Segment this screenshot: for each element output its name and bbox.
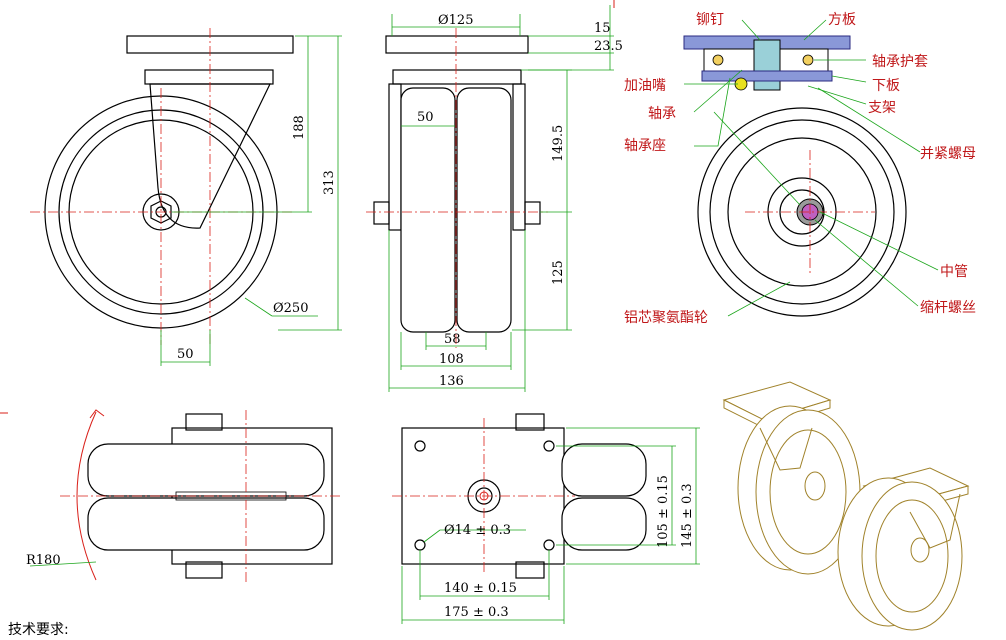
side-fork-right — [512, 83, 526, 231]
dim-188: 188 — [292, 115, 307, 140]
dim-r180-leader — [29, 561, 97, 567]
swivel-arc — [76, 411, 97, 581]
leader-bracket — [807, 85, 867, 105]
dim-140: 140 ± 0.15 — [444, 581, 517, 596]
leader-center-tube — [819, 211, 939, 271]
section-ball-left — [712, 54, 724, 66]
dim-50: 50 — [177, 347, 194, 362]
leader-lower-plate — [831, 75, 867, 83]
callout-rivet: 铆钉 — [696, 12, 724, 28]
dim-136: 136 — [439, 374, 464, 389]
swivel-arrow-top — [89, 409, 105, 419]
dim-175: 175 ± 0.3 — [444, 605, 509, 620]
plate-hole — [543, 539, 555, 551]
top-view: R180 — [26, 409, 342, 585]
front-view: 313 188 Ø250 50 — [30, 28, 342, 366]
dim-108: 108 — [439, 352, 464, 367]
plate-hole — [414, 440, 426, 452]
callout-lower-plate: 下板 — [872, 78, 900, 94]
dim-58: 58 — [444, 332, 461, 347]
side-wheel-right — [456, 87, 512, 333]
dim-r180: R180 — [26, 553, 61, 568]
leader-bearing-seat — [694, 77, 731, 147]
section-wheel-tread — [709, 119, 895, 305]
iso-fork — [759, 427, 813, 471]
bearing-ring — [144, 69, 274, 85]
callout-bearing-cover: 轴承护套 — [872, 54, 928, 70]
dim-125: Ø125 — [438, 13, 473, 28]
leader-bearing-to-hub — [713, 111, 801, 206]
plate-hole — [414, 539, 426, 551]
callout-wheel: 铝芯聚氨酯轮 — [624, 310, 708, 326]
side-fork-left — [388, 83, 402, 231]
section-rivet — [753, 39, 781, 91]
leader-wheel — [727, 281, 791, 317]
plate-hole — [543, 440, 555, 452]
dim-145: 145 ± 0.3 — [680, 483, 695, 548]
top-wheel-lower — [87, 497, 325, 551]
dim-125-v: 125 — [551, 260, 566, 285]
dim-149-5: 149.5 — [551, 125, 566, 162]
plate-nut-lower — [515, 561, 545, 579]
iso2-hub — [910, 537, 930, 563]
leader-plate — [803, 19, 827, 41]
side-wheel-left — [400, 87, 456, 333]
iso2-fork — [909, 493, 961, 549]
dim-hole-leader — [423, 529, 441, 543]
top-nut-lower — [185, 561, 223, 579]
dim-23-5: 23.5 — [594, 39, 623, 54]
leader-lock-nut — [817, 87, 921, 153]
dim-313: 313 — [322, 170, 337, 195]
callout-grease-nipple: 加油嘴 — [624, 78, 666, 94]
plate-wheel-upper — [561, 443, 647, 497]
section-lower-plate — [701, 70, 833, 82]
plate-nut-upper — [515, 413, 545, 431]
side-view: Ø125 15 23.5 149.5 125 50 58 108 136 — [366, 5, 623, 392]
side-nut-right — [524, 201, 541, 225]
callout-lock-nut: 并紧螺母 — [920, 146, 976, 162]
dim-250: Ø250 — [273, 301, 308, 316]
isometric-views — [722, 381, 970, 631]
section-ball-right — [802, 54, 814, 66]
section-view: 铆钉 方板 轴承护套 加油嘴 下板 轴承 支架 轴承座 并紧螺母 中管 缩杆螺丝… — [624, 12, 976, 326]
side-mounting-plate — [385, 35, 529, 54]
callout-bearing: 轴承 — [648, 106, 676, 122]
plate-view: Ø14 ± 0.3 105 ± 0.15 145 ± 0.3 140 ± 0.1… — [392, 413, 700, 624]
side-bearing-ring — [392, 69, 522, 85]
section-wheel-outer — [697, 107, 907, 317]
dim-105: 105 ± 0.15 — [656, 475, 671, 548]
side-nut-left — [373, 201, 390, 225]
callout-bracket: 支架 — [868, 100, 896, 116]
dim-15: 15 — [594, 21, 611, 36]
iso-hub — [804, 471, 826, 501]
top-wheel-upper — [87, 443, 325, 497]
callout-bearing-seat: 轴承座 — [624, 138, 666, 154]
leader-bearing — [693, 69, 743, 113]
iso2-wheel-rim — [875, 499, 949, 613]
top-nut-upper — [185, 413, 223, 431]
dim-hole: Ø14 ± 0.3 — [444, 523, 511, 538]
leader-shrink-bolt — [814, 219, 919, 307]
callout-center-tube: 中管 — [940, 264, 968, 280]
tech-requirements-label: 技术要求: — [8, 622, 69, 638]
iso-caster-front — [837, 467, 970, 631]
callout-shrink-bolt: 缩杆螺丝 — [920, 300, 976, 316]
dim-250-leader — [244, 297, 273, 317]
plate-wheel-lower — [561, 497, 647, 551]
dim-50w: 50 — [417, 110, 434, 125]
iso-wheel-rim — [769, 429, 847, 555]
section-wheel-rim — [727, 137, 877, 287]
callout-plate: 方板 — [828, 12, 856, 28]
leader-rivet — [741, 19, 761, 41]
